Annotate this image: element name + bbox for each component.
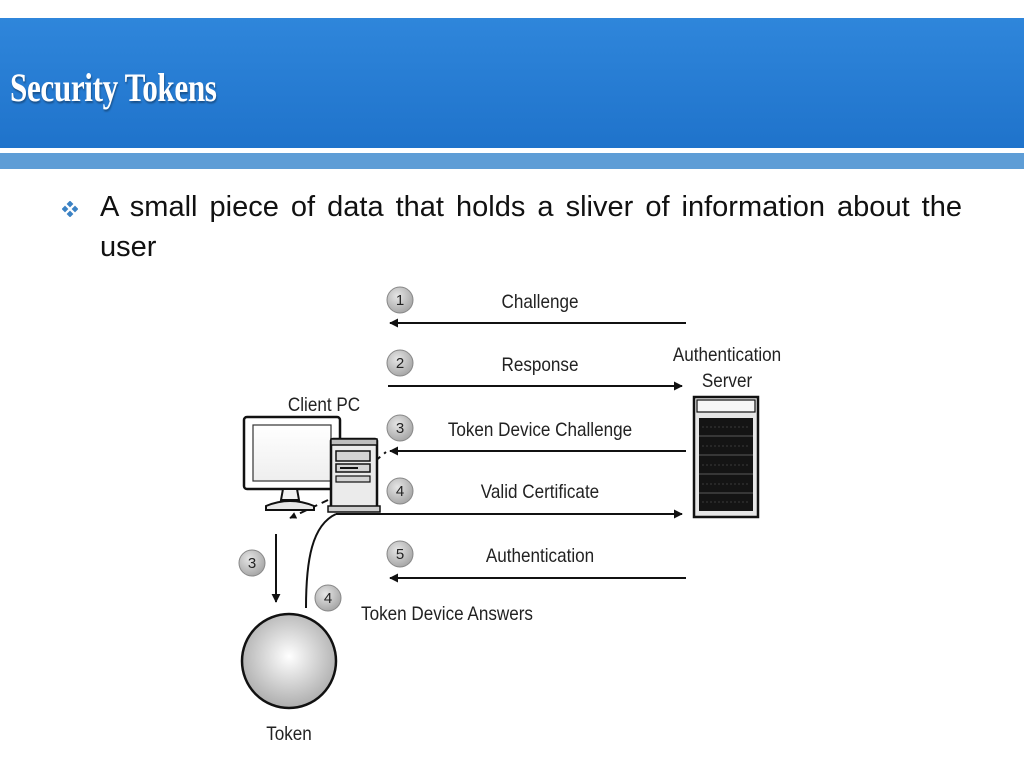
divider-white bbox=[0, 148, 1024, 153]
svg-text:3: 3 bbox=[248, 555, 256, 572]
label-challenge: Challenge bbox=[502, 291, 579, 312]
label-token: Token bbox=[266, 723, 312, 744]
svg-text:4: 4 bbox=[324, 590, 332, 607]
step-badge-3-token: 3 bbox=[238, 549, 266, 577]
title-bar: Security Tokens bbox=[0, 18, 1024, 148]
svg-text:3: 3 bbox=[396, 420, 404, 437]
label-client-pc: Client PC bbox=[288, 394, 360, 415]
server-rack-icon bbox=[692, 395, 760, 519]
top-strip bbox=[0, 0, 1024, 18]
svg-text:2: 2 bbox=[396, 355, 404, 372]
step-badge-4: 4 bbox=[386, 477, 414, 505]
label-server-line2: Server bbox=[702, 370, 752, 391]
label-server-line1: Authentication bbox=[673, 344, 781, 365]
token-device-icon bbox=[240, 612, 338, 710]
step-badge-4-token: 4 bbox=[314, 584, 342, 612]
slide-title: Security Tokens bbox=[10, 65, 217, 110]
step-badge-1: 1 bbox=[386, 286, 414, 314]
label-token-device-challenge: Token Device Challenge bbox=[448, 419, 632, 440]
svg-text:5: 5 bbox=[396, 546, 404, 563]
label-valid-certificate: Valid Certificate bbox=[481, 481, 599, 502]
label-token-device-answers: Token Device Answers bbox=[361, 603, 533, 624]
bullet-text: A small piece of data that holds a slive… bbox=[100, 191, 962, 263]
pc-tower-icon bbox=[327, 437, 381, 513]
monitor-icon bbox=[242, 415, 342, 511]
step-badge-2: 2 bbox=[386, 349, 414, 377]
diamond-bullet-icon bbox=[62, 201, 78, 217]
label-response: Response bbox=[502, 354, 579, 375]
label-authentication: Authentication bbox=[486, 545, 594, 566]
step-badge-3: 3 bbox=[386, 414, 414, 442]
accent-band bbox=[0, 153, 1024, 169]
arrow-token-answer bbox=[305, 513, 337, 609]
svg-text:4: 4 bbox=[396, 483, 404, 500]
step-badge-5: 5 bbox=[386, 540, 414, 568]
svg-text:1: 1 bbox=[396, 292, 404, 309]
